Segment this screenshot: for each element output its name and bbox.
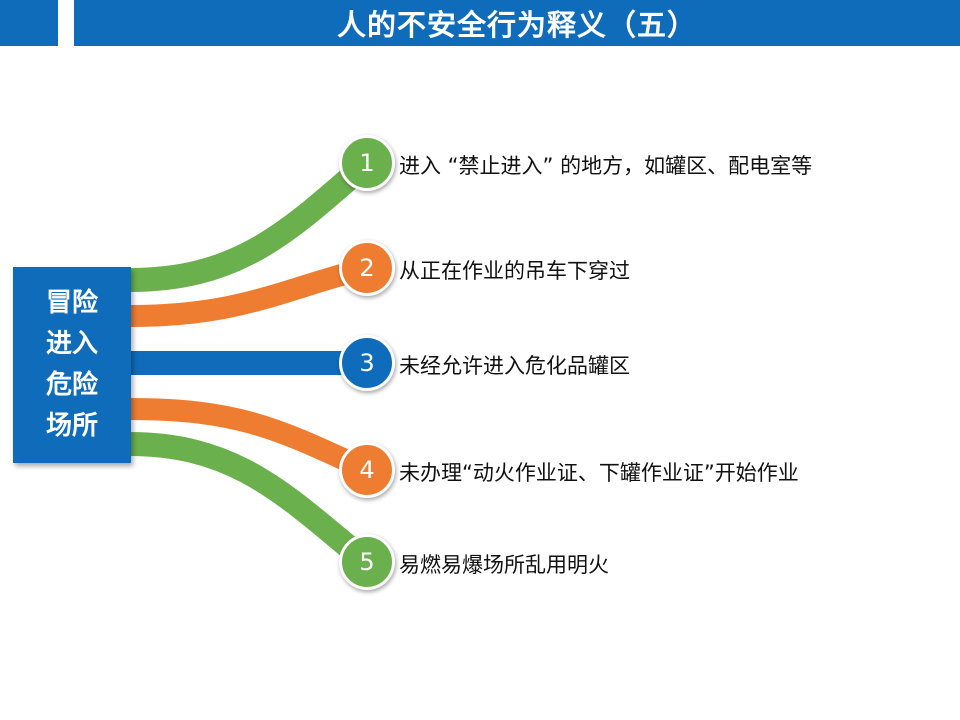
item-1-number-badge: 1 — [339, 135, 395, 191]
center-topic-label: 冒险 进入 危险 场所 — [45, 288, 98, 441]
connector-1 — [129, 153, 375, 292]
item-4-number-badge: 4 — [339, 442, 395, 498]
item-5-number: 5 — [359, 548, 375, 576]
header-accent — [0, 0, 58, 46]
connector-5 — [129, 432, 375, 572]
item-5-text: 易燃易爆场所乱用明火 — [399, 553, 609, 577]
item-4-number: 4 — [359, 456, 375, 484]
item-2-number: 2 — [359, 254, 375, 282]
item-1-text: 进入 “禁止进入” 的地方，如罐区、配电室等 — [399, 154, 813, 178]
connector-2 — [129, 257, 370, 327]
item-3-number: 3 — [359, 349, 375, 377]
item-4-text: 未办理“动火作业证、下罐作业证”开始作业 — [399, 461, 799, 485]
item-2-number-badge: 2 — [339, 240, 395, 296]
header-bar: 人的不安全行为释义（五） — [74, 0, 960, 46]
item-5-number-badge: 5 — [339, 534, 395, 590]
page-title: 人的不安全行为释义（五） — [336, 8, 697, 42]
connector-4 — [129, 398, 372, 480]
item-3-number-badge: 3 — [339, 335, 395, 391]
item-2-text: 从正在作业的吊车下穿过 — [399, 259, 630, 283]
item-3-text: 未经允许进入危化品罐区 — [399, 354, 630, 378]
item-1-number: 1 — [359, 149, 375, 177]
center-topic-box: 冒险 进入 危险 场所 — [13, 267, 131, 463]
